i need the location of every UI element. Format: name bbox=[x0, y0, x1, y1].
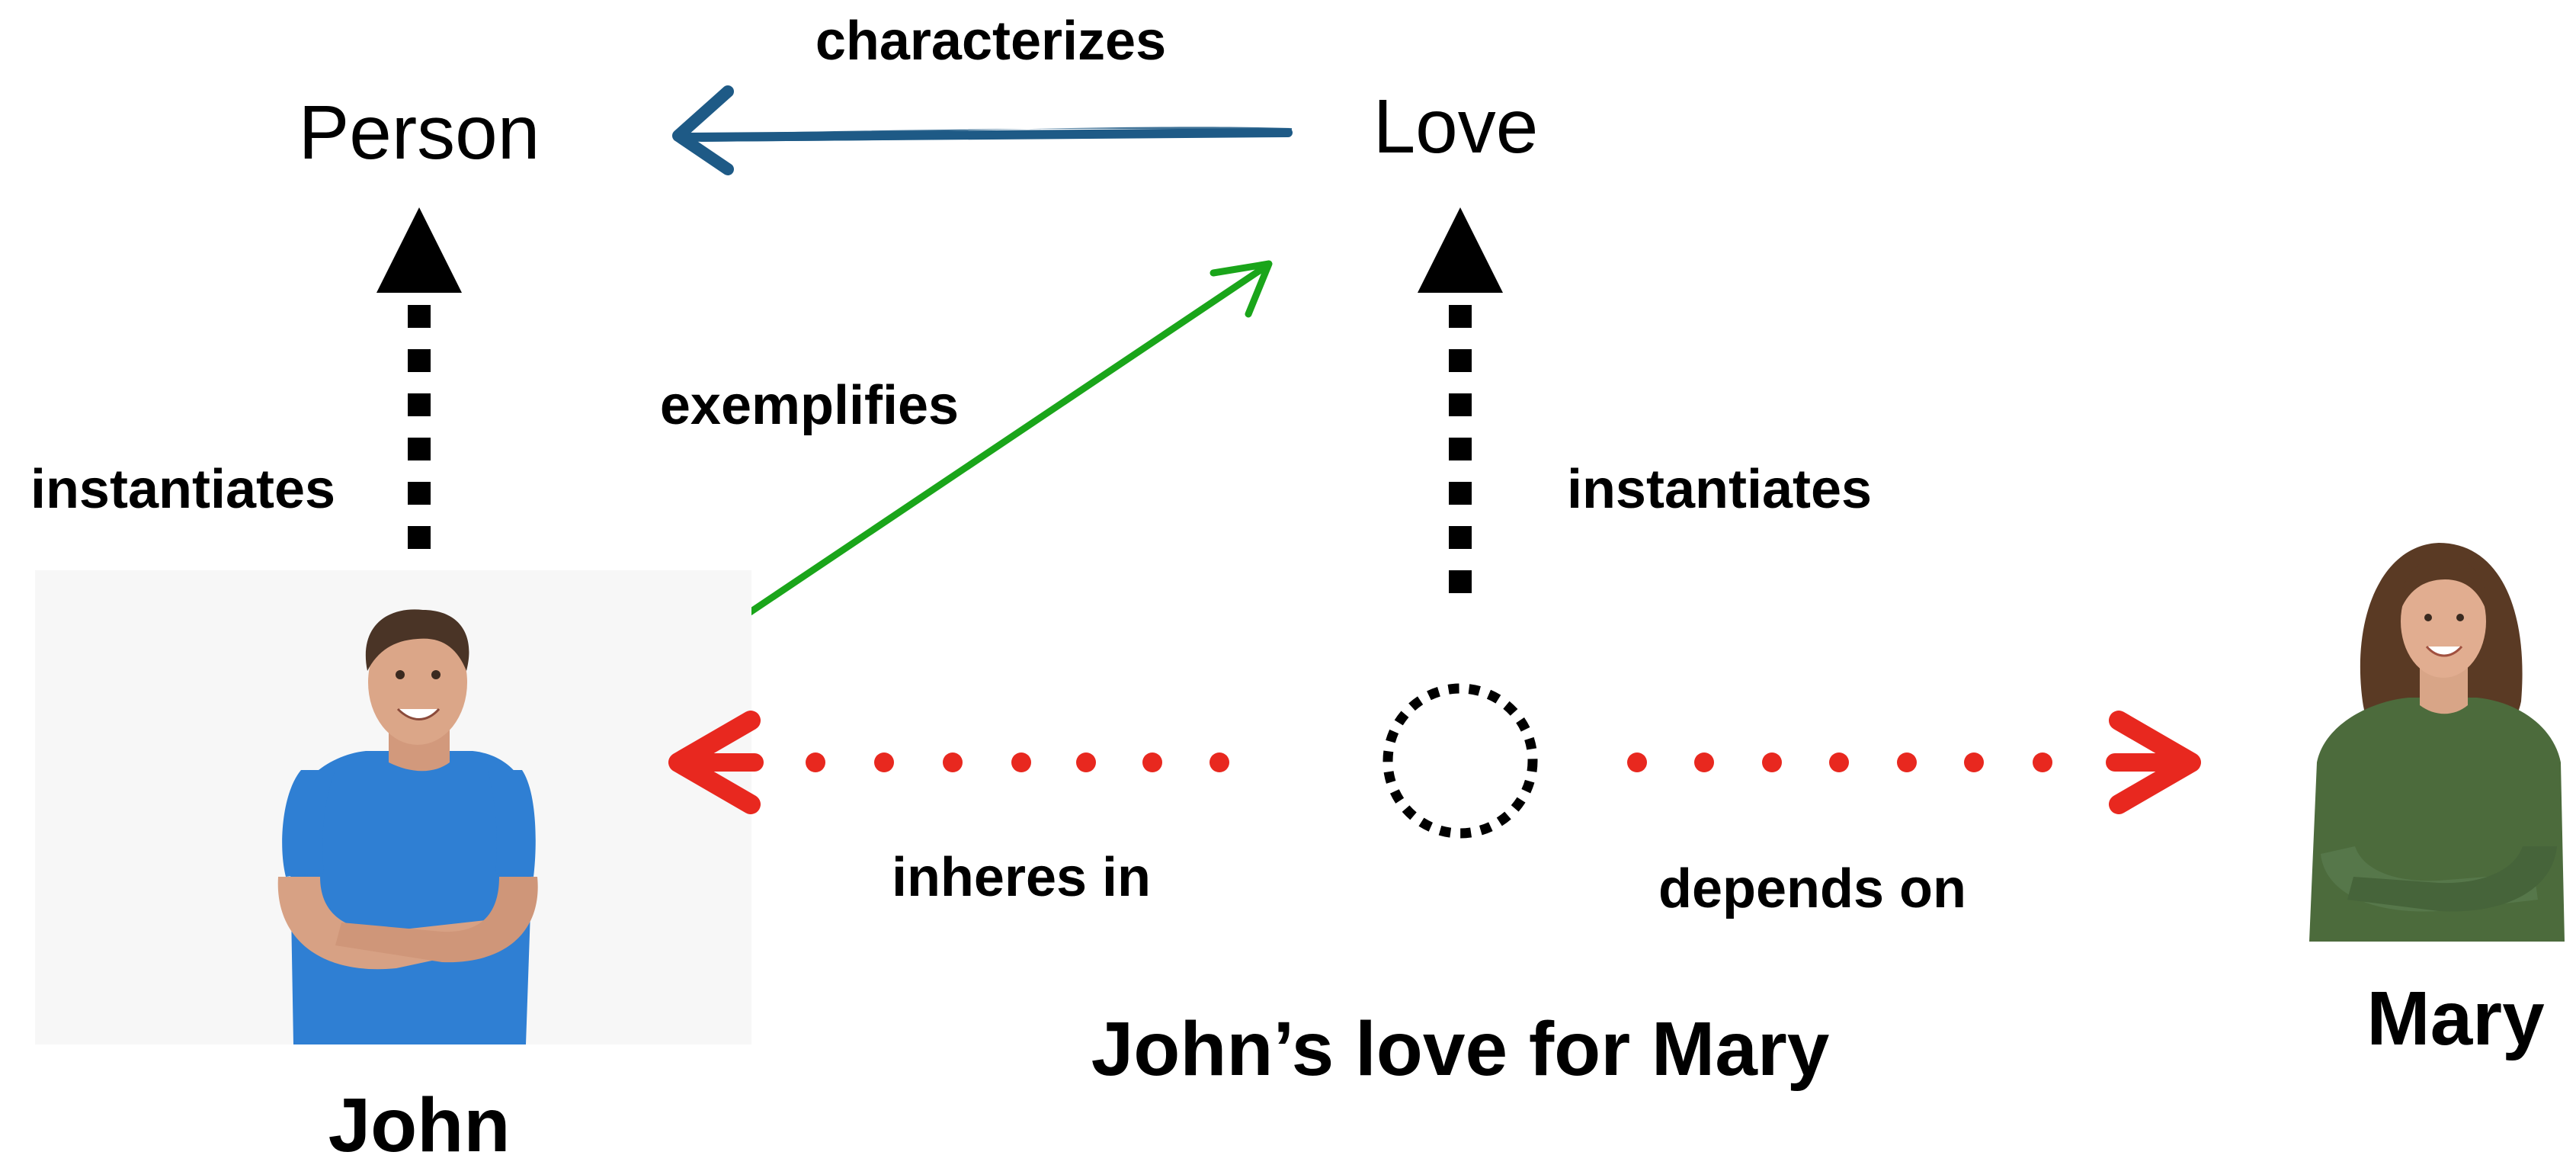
instantiates-label-right: instantiates bbox=[1567, 459, 1872, 520]
instantiates-arrow-right bbox=[1418, 207, 1503, 602]
characterizes-arrow bbox=[672, 85, 1293, 175]
depends-on-arrow bbox=[1627, 711, 2201, 814]
instantiates-label-left: instantiates bbox=[30, 459, 335, 520]
mary-photo bbox=[2309, 543, 2565, 942]
inheres-in-arrow bbox=[668, 711, 1229, 814]
mary-label: Mary bbox=[2366, 976, 2545, 1061]
love-label: Love bbox=[1373, 84, 1539, 169]
johns-love-label: John’s love for Mary bbox=[1091, 1006, 1830, 1092]
john-label: John bbox=[328, 1083, 511, 1164]
inheres-in-label: inheres in bbox=[892, 847, 1151, 908]
person-label: Person bbox=[299, 90, 540, 175]
john-photo bbox=[35, 570, 751, 1044]
johns-love-node bbox=[1383, 683, 1538, 839]
depends-on-label: depends on bbox=[1658, 858, 1966, 919]
exemplifies-label: exemplifies bbox=[660, 375, 959, 436]
characterizes-label: characterizes bbox=[815, 11, 1166, 72]
instantiates-arrow-left bbox=[376, 207, 462, 602]
